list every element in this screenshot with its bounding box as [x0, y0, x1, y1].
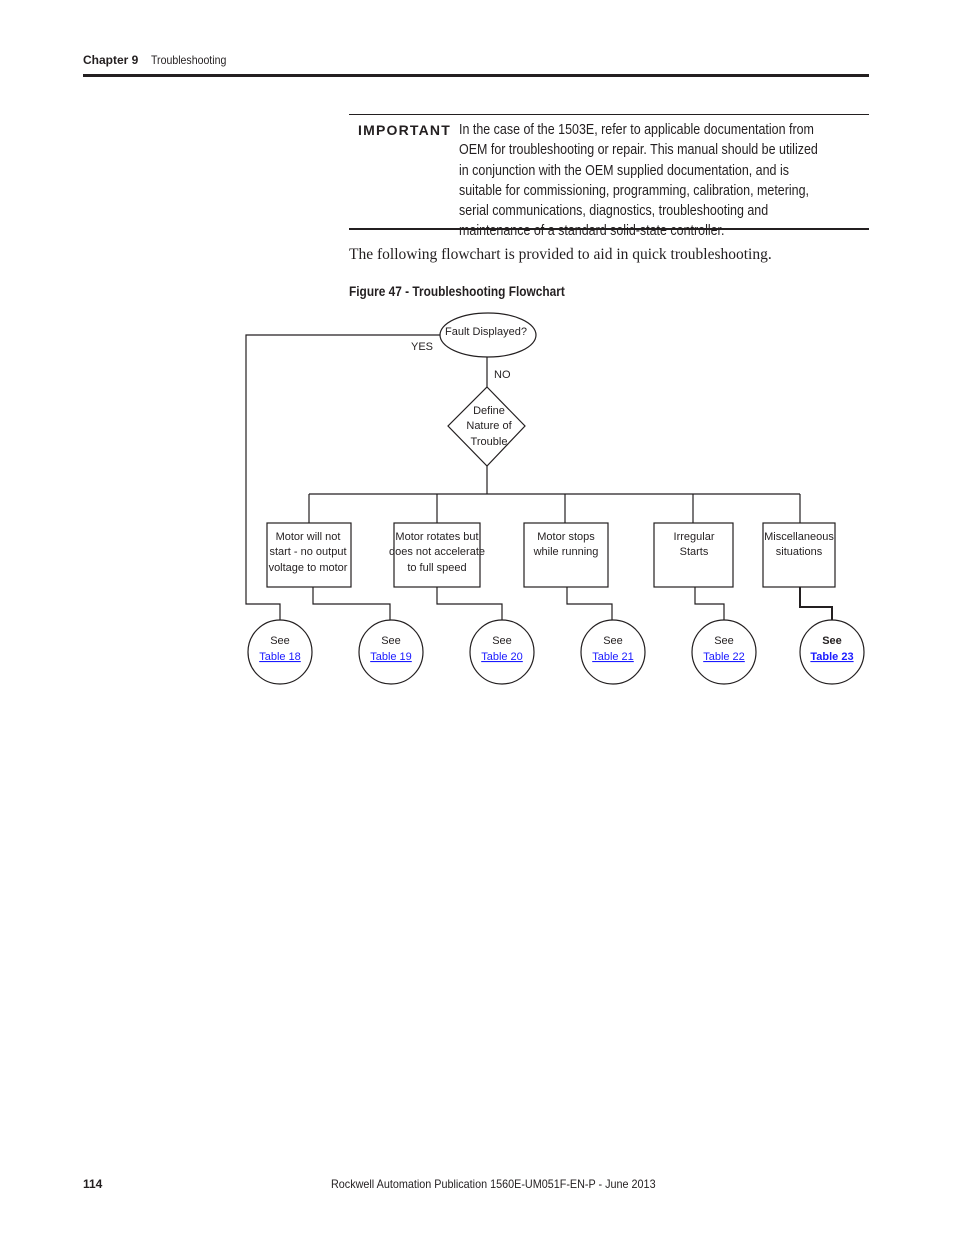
- table-22-link[interactable]: Table 22: [703, 651, 745, 663]
- ref-table-22: See Table 22: [691, 619, 757, 685]
- publication-info: Rockwell Automation Publication 1560E-UM…: [331, 1177, 656, 1191]
- important-bottom-rule: [349, 228, 869, 230]
- table-20-link[interactable]: Table 20: [481, 651, 523, 663]
- ref-1-see: See: [270, 635, 290, 647]
- chapter-label: Chapter 9: [83, 53, 139, 67]
- intro-paragraph: The following flowchart is provided to a…: [349, 246, 772, 263]
- decision-diamond: [447, 386, 526, 467]
- yes-label: YES: [411, 341, 433, 353]
- branch-5-line-1: Miscellaneous: [764, 531, 834, 543]
- important-label: IMPORTANT: [358, 122, 451, 138]
- table-23-link[interactable]: Table 23: [810, 651, 853, 663]
- fault-displayed-oval: [439, 312, 537, 358]
- ref-table-23: See Table 23: [799, 619, 865, 685]
- ref-table-20: See Table 20: [469, 619, 535, 685]
- table-19-link[interactable]: Table 19: [370, 651, 412, 663]
- branch-1-line-3: voltage to motor: [269, 562, 348, 574]
- branch-box-no-accelerate: Motor rotates but does not accelerate to…: [389, 522, 485, 588]
- header-rule: [83, 74, 869, 77]
- connector-lines: [245, 334, 833, 620]
- figure-caption: Figure 47 - Troubleshooting Flowchart: [349, 284, 565, 299]
- start-text: Fault Displayed?: [445, 326, 527, 338]
- branch-1-line-2: start - no output: [269, 546, 346, 558]
- ref-4-see: See: [603, 635, 623, 647]
- branch-box-miscellaneous: Miscellaneous situations: [762, 522, 836, 588]
- ref-3-see: See: [492, 635, 512, 647]
- branch-box-irregular-starts: Irregular Starts: [653, 522, 734, 588]
- branch-3-line-1: Motor stops: [537, 531, 595, 543]
- page-number: 114: [83, 1177, 103, 1191]
- branch-2-line-2: does not accelerate: [389, 546, 485, 558]
- table-18-link[interactable]: Table 18: [259, 651, 301, 663]
- decision-line-3: Trouble: [471, 436, 508, 448]
- table-21-link[interactable]: Table 21: [592, 651, 634, 663]
- branch-2-line-3: to full speed: [407, 562, 466, 574]
- section-label: Troubleshooting: [151, 53, 227, 67]
- decision-line-2: Nature of: [466, 420, 512, 432]
- branch-1-line-1: Motor will not: [276, 531, 341, 543]
- branch-5-line-2: situations: [776, 546, 823, 558]
- ref-2-see: See: [381, 635, 401, 647]
- branch-2-line-1: Motor rotates but: [395, 531, 478, 543]
- decision-line-1: Define: [473, 405, 505, 417]
- ref-table-18: See Table 18: [247, 619, 313, 685]
- ref-table-19: See Table 19: [358, 619, 424, 685]
- important-top-rule: [349, 114, 869, 115]
- ref-6-see: See: [822, 635, 842, 647]
- branch-3-line-2: while running: [533, 546, 599, 558]
- branch-box-no-output: Motor will not start - no output voltage…: [266, 522, 352, 588]
- branch-4-line-2: Starts: [680, 546, 709, 558]
- no-label: NO: [494, 369, 511, 381]
- ref-5-see: See: [714, 635, 734, 647]
- ref-table-21: See Table 21: [580, 619, 646, 685]
- important-text: In the case of the 1503E, refer to appli…: [459, 122, 818, 240]
- branch-4-line-1: Irregular: [674, 531, 715, 543]
- branch-box-stops-running: Motor stops while running: [523, 522, 609, 588]
